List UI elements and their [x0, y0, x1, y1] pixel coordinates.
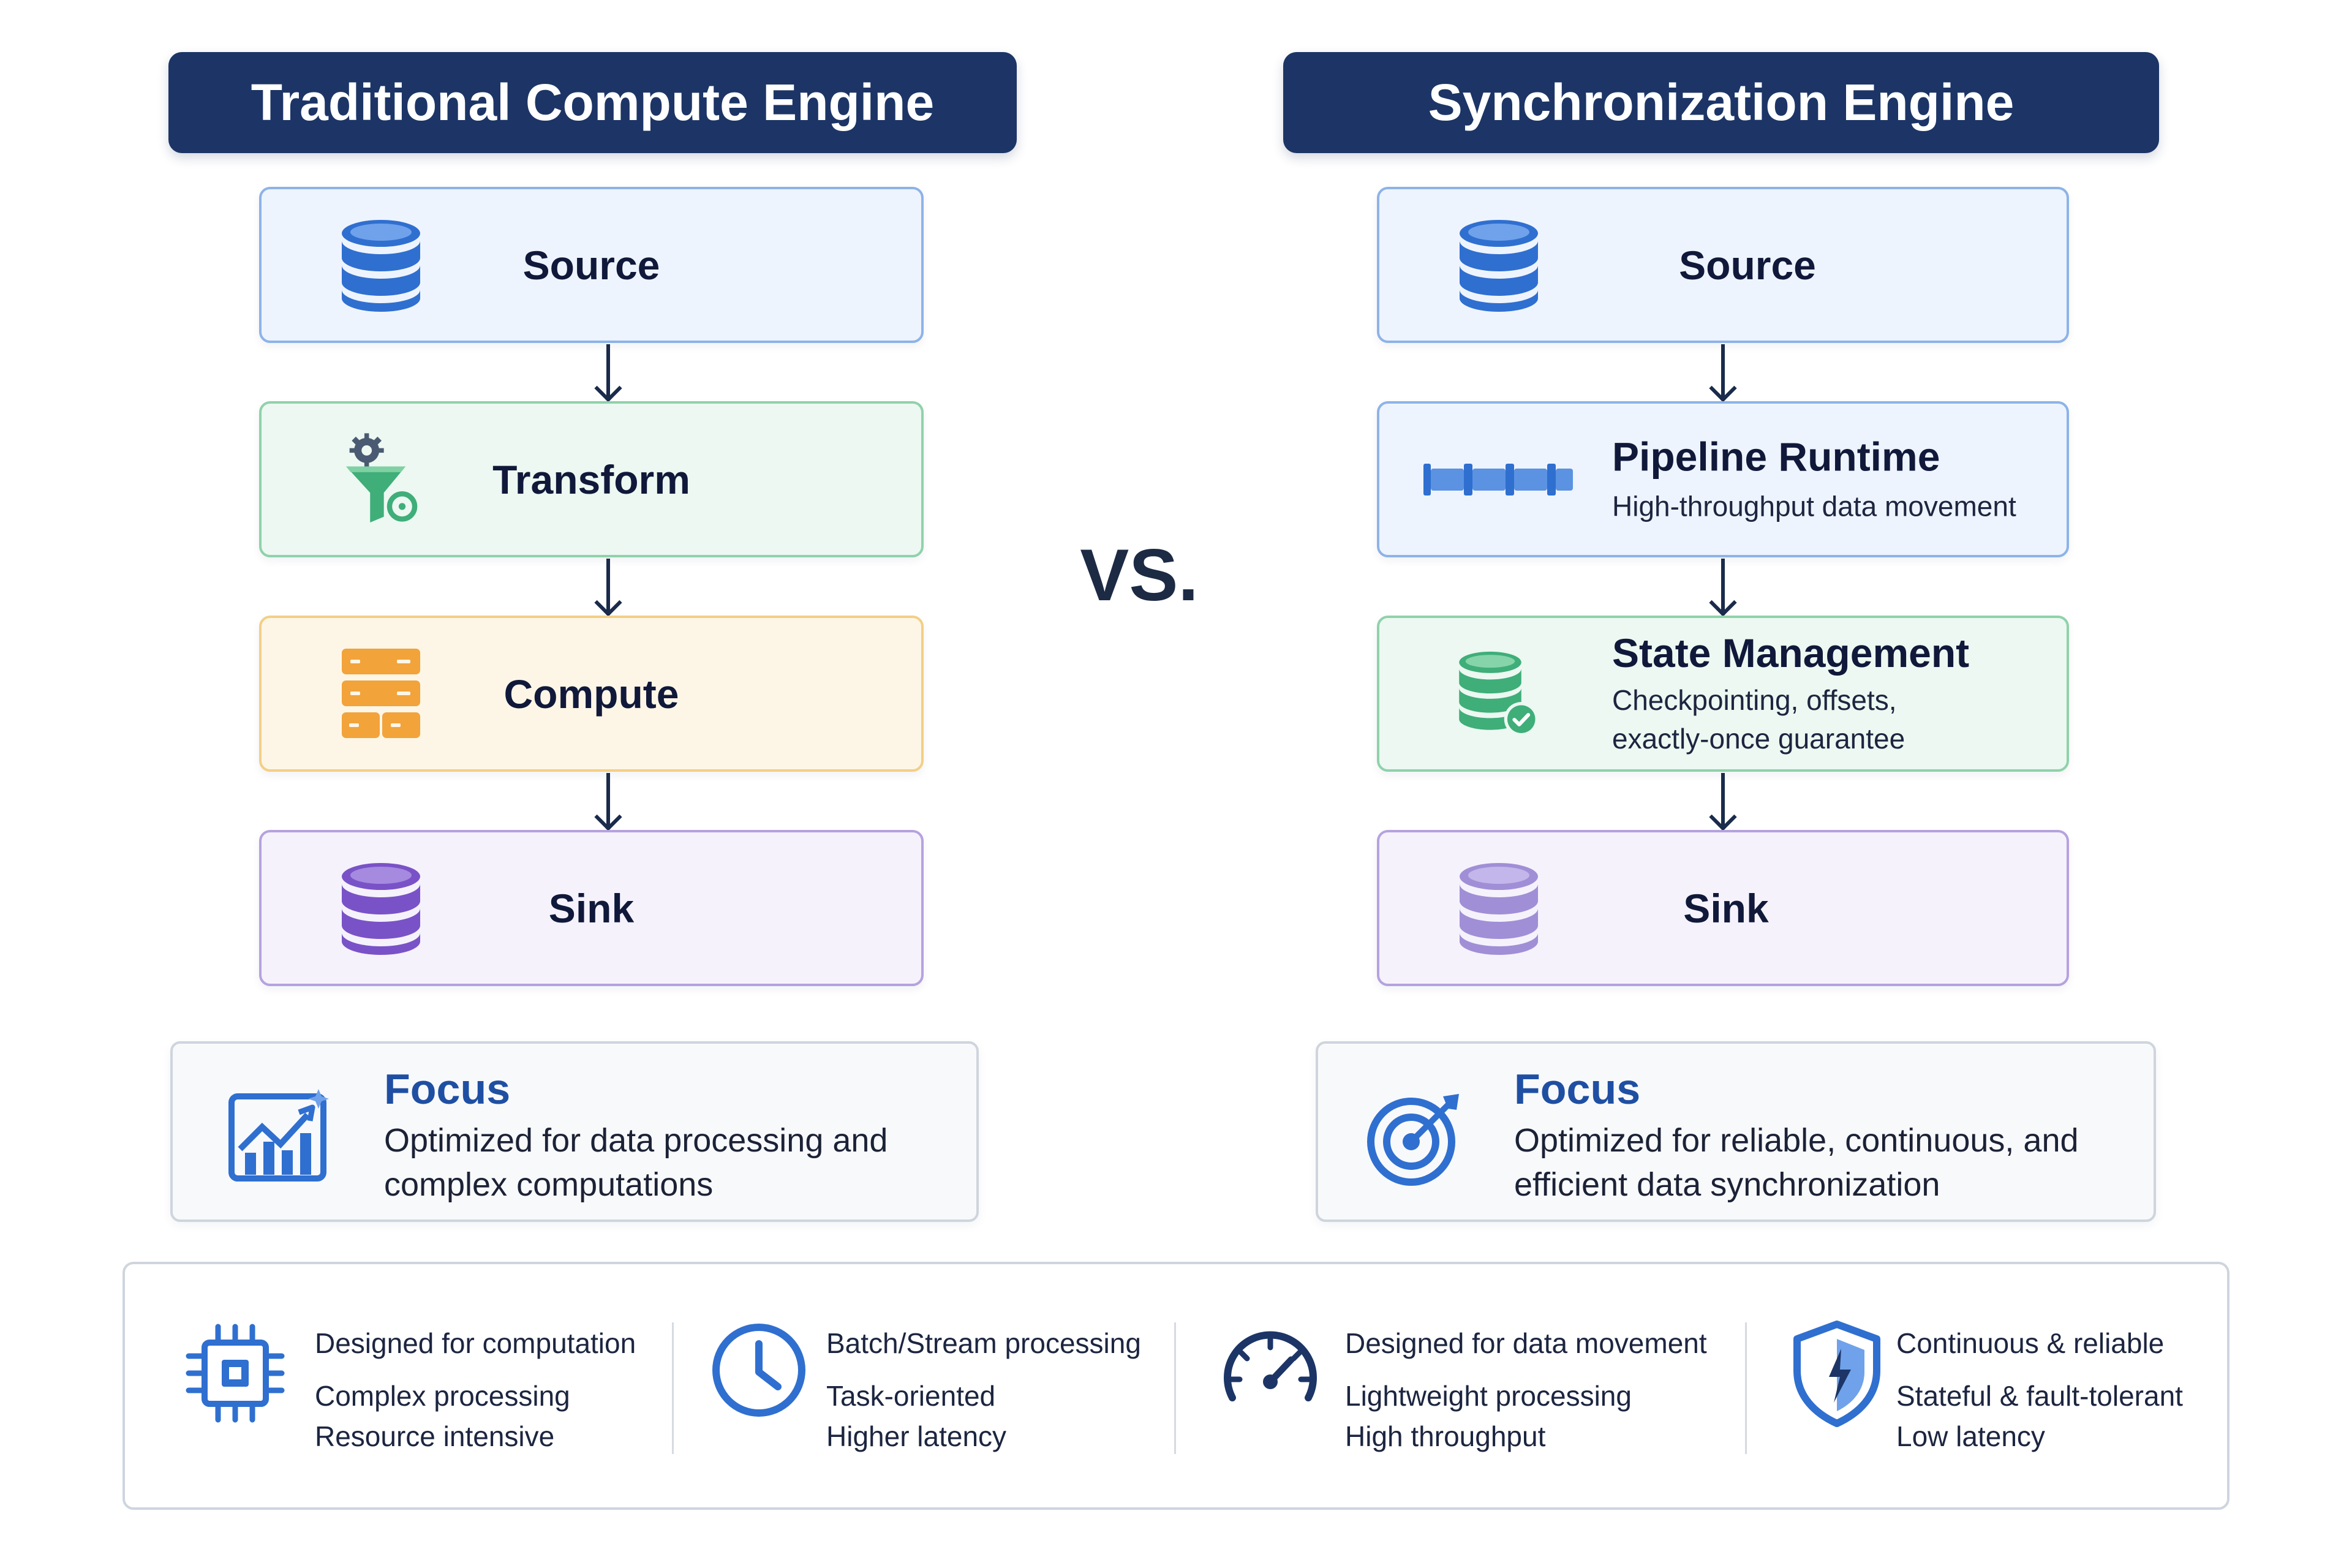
left-stage-sink: Sink [259, 830, 924, 986]
left-compute-label: Compute [503, 671, 679, 717]
left-column-header: Traditional Compute Engine [168, 52, 1017, 153]
summary-line: Complex processing [315, 1380, 570, 1412]
summary-divider [1174, 1322, 1176, 1454]
summary-line: Lightweight processing [1345, 1380, 1632, 1412]
flow-arrow [1709, 559, 1737, 617]
summary-line: Task-oriented [826, 1380, 996, 1412]
gear-funnel-icon [338, 431, 424, 529]
database-icon [338, 859, 424, 957]
summary-item-computation: Designed for computation Complex process… [125, 1264, 676, 1507]
database-check-icon [1456, 645, 1542, 743]
pipeline-runtime-subtitle: High-throughput data movement [1612, 490, 2016, 522]
right-stage-state-management: State Management Checkpointing, offsets,… [1377, 616, 2069, 772]
summary-panel: Designed for computation Complex process… [123, 1262, 2230, 1510]
summary-divider [1745, 1322, 1747, 1454]
right-focus-text: Optimized for reliable, continuous, and … [1514, 1122, 2079, 1204]
state-management-title: State Management [1612, 630, 1970, 676]
left-sink-label: Sink [548, 885, 635, 931]
left-focus-title: Focus [384, 1065, 511, 1113]
analytics-chart-icon [227, 1080, 337, 1191]
summary-line: Low latency [1896, 1420, 2045, 1452]
left-stage-compute: Compute [259, 616, 924, 772]
right-column-title: Synchronization Engine [1428, 74, 2015, 131]
left-transform-label: Transform [492, 456, 690, 502]
summary-heading: Designed for data movement [1345, 1327, 1707, 1359]
pipeline-runtime-text: Pipeline Runtime High-throughput data mo… [1612, 432, 2016, 526]
summary-heading: Designed for computation [315, 1327, 636, 1359]
target-icon [1362, 1080, 1472, 1191]
server-stack-icon [338, 645, 424, 743]
summary-line: High throughput [1345, 1420, 1546, 1452]
flow-arrow [1709, 344, 1737, 402]
shield-icon [1785, 1318, 1901, 1434]
right-stage-pipeline-runtime: Pipeline Runtime High-throughput data mo… [1377, 401, 2069, 557]
left-stage-source: Source [259, 187, 924, 343]
clock-icon [707, 1318, 823, 1434]
right-stage-sink: Sink [1377, 830, 2069, 986]
summary-heading: Continuous & reliable [1896, 1327, 2165, 1359]
flow-arrow [594, 559, 622, 617]
right-focus-card: Focus Optimized for reliable, continuous… [1316, 1041, 2156, 1222]
summary-divider [672, 1322, 674, 1454]
right-stage-source: Source [1377, 187, 2069, 343]
summary-item-batch-stream: Batch/Stream processing Task-oriented Hi… [676, 1264, 1178, 1507]
summary-item-data-movement: Designed for data movement Lightweight p… [1178, 1264, 1748, 1507]
summary-item-reliable: Continuous & reliable Stateful & fault-t… [1748, 1264, 2226, 1507]
database-icon [1456, 216, 1542, 314]
left-source-label: Source [522, 242, 660, 288]
right-column-header: Synchronization Engine [1283, 52, 2159, 153]
right-sink-label: Sink [1683, 885, 1769, 931]
state-management-text: State Management Checkpointing, offsets,… [1612, 628, 1969, 758]
summary-heading: Batch/Stream processing [826, 1327, 1141, 1359]
right-focus-title: Focus [1514, 1065, 1641, 1113]
flow-arrow [1709, 773, 1737, 831]
left-focus-text: Optimized for data processing and comple… [384, 1122, 888, 1204]
summary-line: Resource intensive [315, 1420, 555, 1452]
speedometer-icon [1215, 1318, 1332, 1434]
database-icon [338, 216, 424, 314]
right-source-label: Source [1679, 242, 1816, 288]
cpu-chip-icon [180, 1318, 296, 1434]
summary-line: Stateful & fault-tolerant [1896, 1380, 2183, 1412]
flow-arrow [594, 773, 622, 831]
state-management-subtitle-line2: exactly-once guarantee [1612, 723, 1905, 755]
left-stage-transform: Transform [259, 401, 924, 557]
summary-line: Higher latency [826, 1420, 1007, 1452]
left-focus-card: Focus Optimized for data processing and … [170, 1041, 979, 1222]
pipeline-runtime-title: Pipeline Runtime [1612, 434, 1940, 480]
vs-label: VS. [1080, 534, 1199, 616]
database-icon [1456, 859, 1542, 957]
flow-arrow [594, 344, 622, 402]
pipeline-icon [1419, 431, 1578, 529]
left-column-title: Traditional Compute Engine [251, 74, 935, 131]
state-management-subtitle-line1: Checkpointing, offsets, [1612, 684, 1897, 716]
